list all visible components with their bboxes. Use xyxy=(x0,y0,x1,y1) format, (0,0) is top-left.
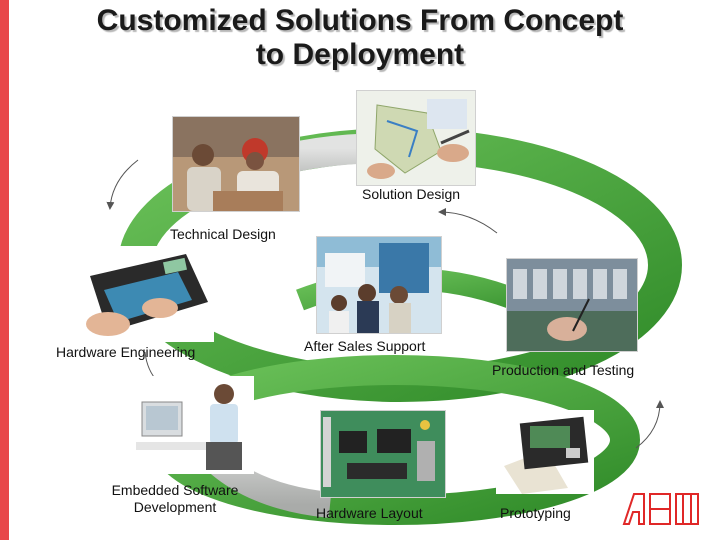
title-line-2: to Deployment xyxy=(255,38,465,71)
stage-label-prototyping: Prototyping xyxy=(500,505,571,521)
stage-label-embedded-line-2: Development xyxy=(133,499,217,515)
map-planning-photo xyxy=(356,90,476,186)
stage-label-solution-design: Solution Design xyxy=(362,186,461,202)
trade-show-photo xyxy=(316,236,442,334)
keyboard-device-photo xyxy=(68,246,214,342)
stage-label-after-sales-support: After Sales Support xyxy=(304,338,426,354)
flow-arrow-2 xyxy=(438,208,498,234)
assembly-line-photo xyxy=(506,258,638,352)
stage-label-hardware-engineering: Hardware Engineering xyxy=(56,344,196,360)
circuit-board-photo xyxy=(320,410,446,498)
stage-label-embedded-line-1: Embedded Software xyxy=(111,482,239,498)
meeting-photo xyxy=(172,116,300,212)
engineer-at-workstation-photo xyxy=(136,376,254,474)
flow-arrow-1 xyxy=(106,159,139,210)
accent-bar xyxy=(0,0,9,540)
title-line-1: Customized Solutions From Concept xyxy=(96,4,624,37)
stage-label-production-and-testing: Production and Testing xyxy=(492,362,635,378)
stage-label-technical-design: Technical Design xyxy=(170,226,276,242)
prototype-module-photo xyxy=(496,410,594,494)
company-logo xyxy=(622,493,699,525)
stage-label-hardware-layout: Hardware Layout xyxy=(316,505,423,521)
page-title: Customized Solutions From Concept to Dep… xyxy=(20,4,700,72)
stage-label-embedded-software-development: Embedded Software Development xyxy=(108,482,242,516)
flow-arrow-4 xyxy=(635,400,664,449)
